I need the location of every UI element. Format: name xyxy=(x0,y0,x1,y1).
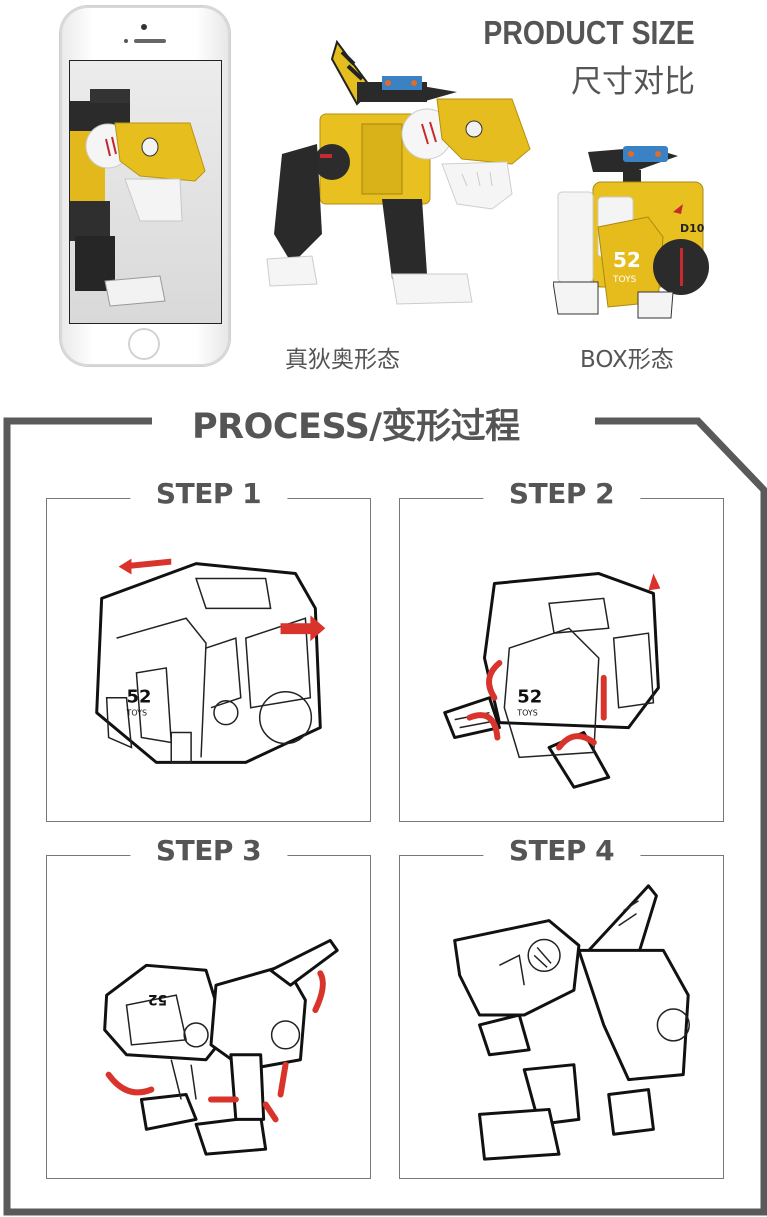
step-1-label: STEP 1 xyxy=(129,477,288,510)
step-4-label: STEP 4 xyxy=(482,834,641,867)
phone-sensor xyxy=(124,39,128,43)
step-2-illustration-unfolding: 52 TOYS xyxy=(443,572,661,789)
phone-size-reference xyxy=(60,6,230,366)
step-3-label: STEP 3 xyxy=(129,834,288,867)
red-arrows xyxy=(105,970,326,1123)
step-4-illustration-dino-form xyxy=(453,884,690,1161)
step-2-label: STEP 2 xyxy=(482,477,641,510)
step-1-panel: STEP 1 52 TOYS xyxy=(46,477,371,822)
product-size-title: PRODUCT SIZE xyxy=(483,14,695,51)
caption-box-form: BOX形态 xyxy=(580,347,674,373)
phone-camera xyxy=(141,24,147,30)
svg-text:TOYS: TOYS xyxy=(612,275,637,285)
svg-text:52: 52 xyxy=(613,248,641,272)
step-1-illustration-box-form: 52 TOYS xyxy=(95,558,326,764)
svg-text:TOYS: TOYS xyxy=(516,709,538,718)
red-arrows xyxy=(466,660,607,751)
step-2-panel: STEP 2 52 TOYS xyxy=(399,477,724,822)
phone-home-button xyxy=(128,328,160,360)
step-4-panel: STEP 4 xyxy=(399,834,724,1179)
svg-text:52: 52 xyxy=(517,687,542,708)
phone-screen-toy-closeup xyxy=(69,60,222,324)
caption-dino-form: 真狄奥形态 xyxy=(285,347,400,373)
toy-photo-dino-form xyxy=(262,34,532,314)
red-arrows xyxy=(118,558,326,642)
step-3-panel: STEP 3 52 xyxy=(46,834,371,1179)
toy-photo-box-form: 52 TOYS D10 xyxy=(552,142,713,320)
process-title: PROCESS/变形过程 xyxy=(192,407,520,447)
phone-speaker xyxy=(134,39,166,43)
svg-text:52: 52 xyxy=(127,687,152,708)
svg-text:TOYS: TOYS xyxy=(126,709,148,718)
svg-text:D10: D10 xyxy=(680,222,705,235)
svg-text:52: 52 xyxy=(148,991,167,1007)
step-3-illustration-forming-dino: 52 xyxy=(103,938,339,1156)
product-size-subtitle: 尺寸对比 xyxy=(571,64,695,100)
